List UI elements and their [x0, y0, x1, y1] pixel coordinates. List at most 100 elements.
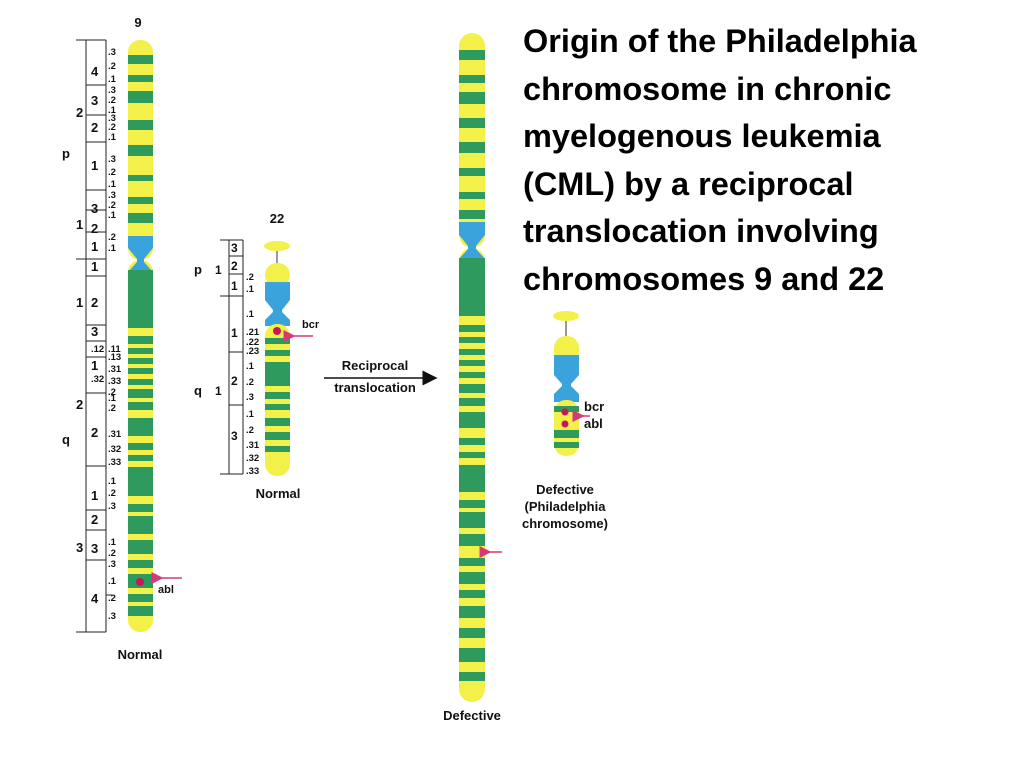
- chromosome-9-subband: .2: [108, 200, 116, 211]
- def9-band: [459, 50, 485, 60]
- ph-centromere: [554, 355, 579, 402]
- def9-band: [459, 325, 485, 332]
- ph-satellite: [553, 311, 579, 321]
- chromosome-9-subband: .1: [108, 179, 117, 190]
- def9-band: [459, 590, 485, 598]
- chromosome-9-band: 1: [91, 158, 98, 173]
- chr9-band: [128, 402, 153, 410]
- chromosome-9-band: 2: [91, 120, 98, 135]
- def9-band: [459, 500, 485, 508]
- chromosome-9-band: 3: [91, 541, 98, 556]
- chromosome-22-ladder: [220, 239, 244, 475]
- title-line: Origin of the Philadelphia: [523, 23, 917, 59]
- chromosome-22-subband: .1: [246, 409, 255, 420]
- chromosome-9-subband: .1: [108, 132, 117, 143]
- chr9-band: [128, 270, 153, 328]
- chromosome-9-band: 1: [91, 358, 98, 373]
- chromosome-9-subband-labels: .3.2.1.3.2.1.3.2.1.3.2.1.3.2.1.2.1.11.12…: [91, 47, 122, 622]
- philadelphia-body: [553, 311, 579, 456]
- chromosome-9-subband: .1: [108, 393, 117, 404]
- chromosome-9-subband: .12: [91, 344, 104, 355]
- chromosome-9-subband: .1: [108, 537, 117, 548]
- chr9-band: [128, 504, 153, 512]
- chromosome-9-band: 3: [91, 324, 98, 339]
- bcr-label: bcr: [302, 319, 320, 331]
- def9-band: [459, 558, 485, 566]
- chr9-band: [128, 213, 153, 223]
- ph-caption-line3: chromosome): [522, 516, 608, 531]
- slide-title: Origin of the Philadelphia chromosome in…: [523, 18, 1018, 303]
- chromosome-9-subband: .1: [108, 476, 117, 487]
- ph-bcr-label: bcr: [584, 399, 604, 414]
- chr22-p-arm: [265, 263, 290, 287]
- chromosome-9-band: 3: [91, 201, 98, 216]
- def9-band: [459, 258, 485, 316]
- title-line: (CML) by a reciprocal: [523, 165, 854, 202]
- abl-label: abl: [158, 584, 174, 596]
- chromosome-9-subband: .1: [108, 243, 117, 254]
- chromosome-22-band: 1: [231, 279, 238, 293]
- chromosome-9-band: 2: [91, 295, 98, 310]
- chr9-band: [128, 379, 153, 385]
- def9-band: [459, 168, 485, 176]
- chr22-satellite: [264, 241, 290, 251]
- chromosome-9-subband: .3: [108, 85, 116, 96]
- def9-band: [459, 452, 485, 458]
- chromosome-9-subband: .1: [108, 105, 117, 116]
- chromosome-22-number: 22: [270, 211, 284, 226]
- chromosome-9-region: 1: [76, 295, 83, 310]
- ph-caption-line1: Defective: [536, 482, 594, 497]
- chromosome-22-band: 2: [231, 374, 238, 388]
- chromosome-9-ladder: [76, 39, 112, 633]
- defective-9-body: [459, 33, 485, 702]
- chromosome-22-subband: .22: [246, 337, 259, 348]
- chromosome-9-subband: .2: [108, 593, 116, 604]
- title-line: translocation involving: [523, 213, 879, 249]
- def9-band: [459, 118, 485, 128]
- chromosome-22-subband: .33: [246, 466, 259, 477]
- title-line: myelogenous leukemia: [523, 118, 881, 154]
- chr22-band: [265, 350, 290, 356]
- chr9-band: [128, 358, 153, 364]
- def9-band: [459, 465, 485, 492]
- chr22-centromere: [265, 282, 290, 326]
- chr22-q-arm: [265, 324, 290, 476]
- def9-band: [459, 412, 485, 428]
- chr9-centromere: [128, 236, 153, 278]
- ph-abl-marker: [561, 420, 569, 428]
- chromosome-9-region: 2: [76, 105, 83, 120]
- def9-band: [459, 398, 485, 406]
- arrow-label-line2: translocation: [334, 380, 416, 395]
- chromosome-9-subband: .2: [108, 167, 116, 178]
- chromosome-9-subband: .32: [91, 374, 104, 385]
- chr9-band: [128, 418, 153, 436]
- def9-band: [459, 672, 485, 681]
- def9-band: [459, 648, 485, 662]
- chromosome-9-subband: .2: [108, 488, 116, 499]
- chromosome-22-arm-p: p: [194, 262, 202, 277]
- chromosome-9-subband: .2: [108, 61, 116, 72]
- chr9-band: [128, 91, 153, 103]
- chr9-band: [128, 594, 153, 602]
- chromosome-9-subband: .3: [108, 113, 116, 124]
- chromosome-9-subband: .1: [108, 210, 117, 221]
- chromosome-9-subband: .11: [108, 344, 121, 355]
- def9-band: [459, 572, 485, 584]
- chromosome-22-subband: .2: [246, 425, 254, 436]
- chromosome-22-caption: Normal: [256, 486, 301, 501]
- arrow-label-line1: Reciprocal: [342, 358, 408, 373]
- translocation-arrow: Reciprocal translocation: [324, 358, 438, 395]
- chromosome-9-number: 9: [134, 15, 141, 30]
- chromosome-9-band: 2: [91, 512, 98, 527]
- def9-band: [459, 606, 485, 618]
- chr9-band: [128, 120, 153, 130]
- def9-band: [459, 142, 485, 153]
- title-line: chromosomes 9 and 22: [523, 260, 885, 297]
- def9-band: [459, 628, 485, 638]
- chromosome-9-subband: .2: [108, 387, 116, 398]
- def9-band: [459, 192, 485, 199]
- chr9-band: [128, 516, 153, 534]
- ph-band: [554, 442, 579, 448]
